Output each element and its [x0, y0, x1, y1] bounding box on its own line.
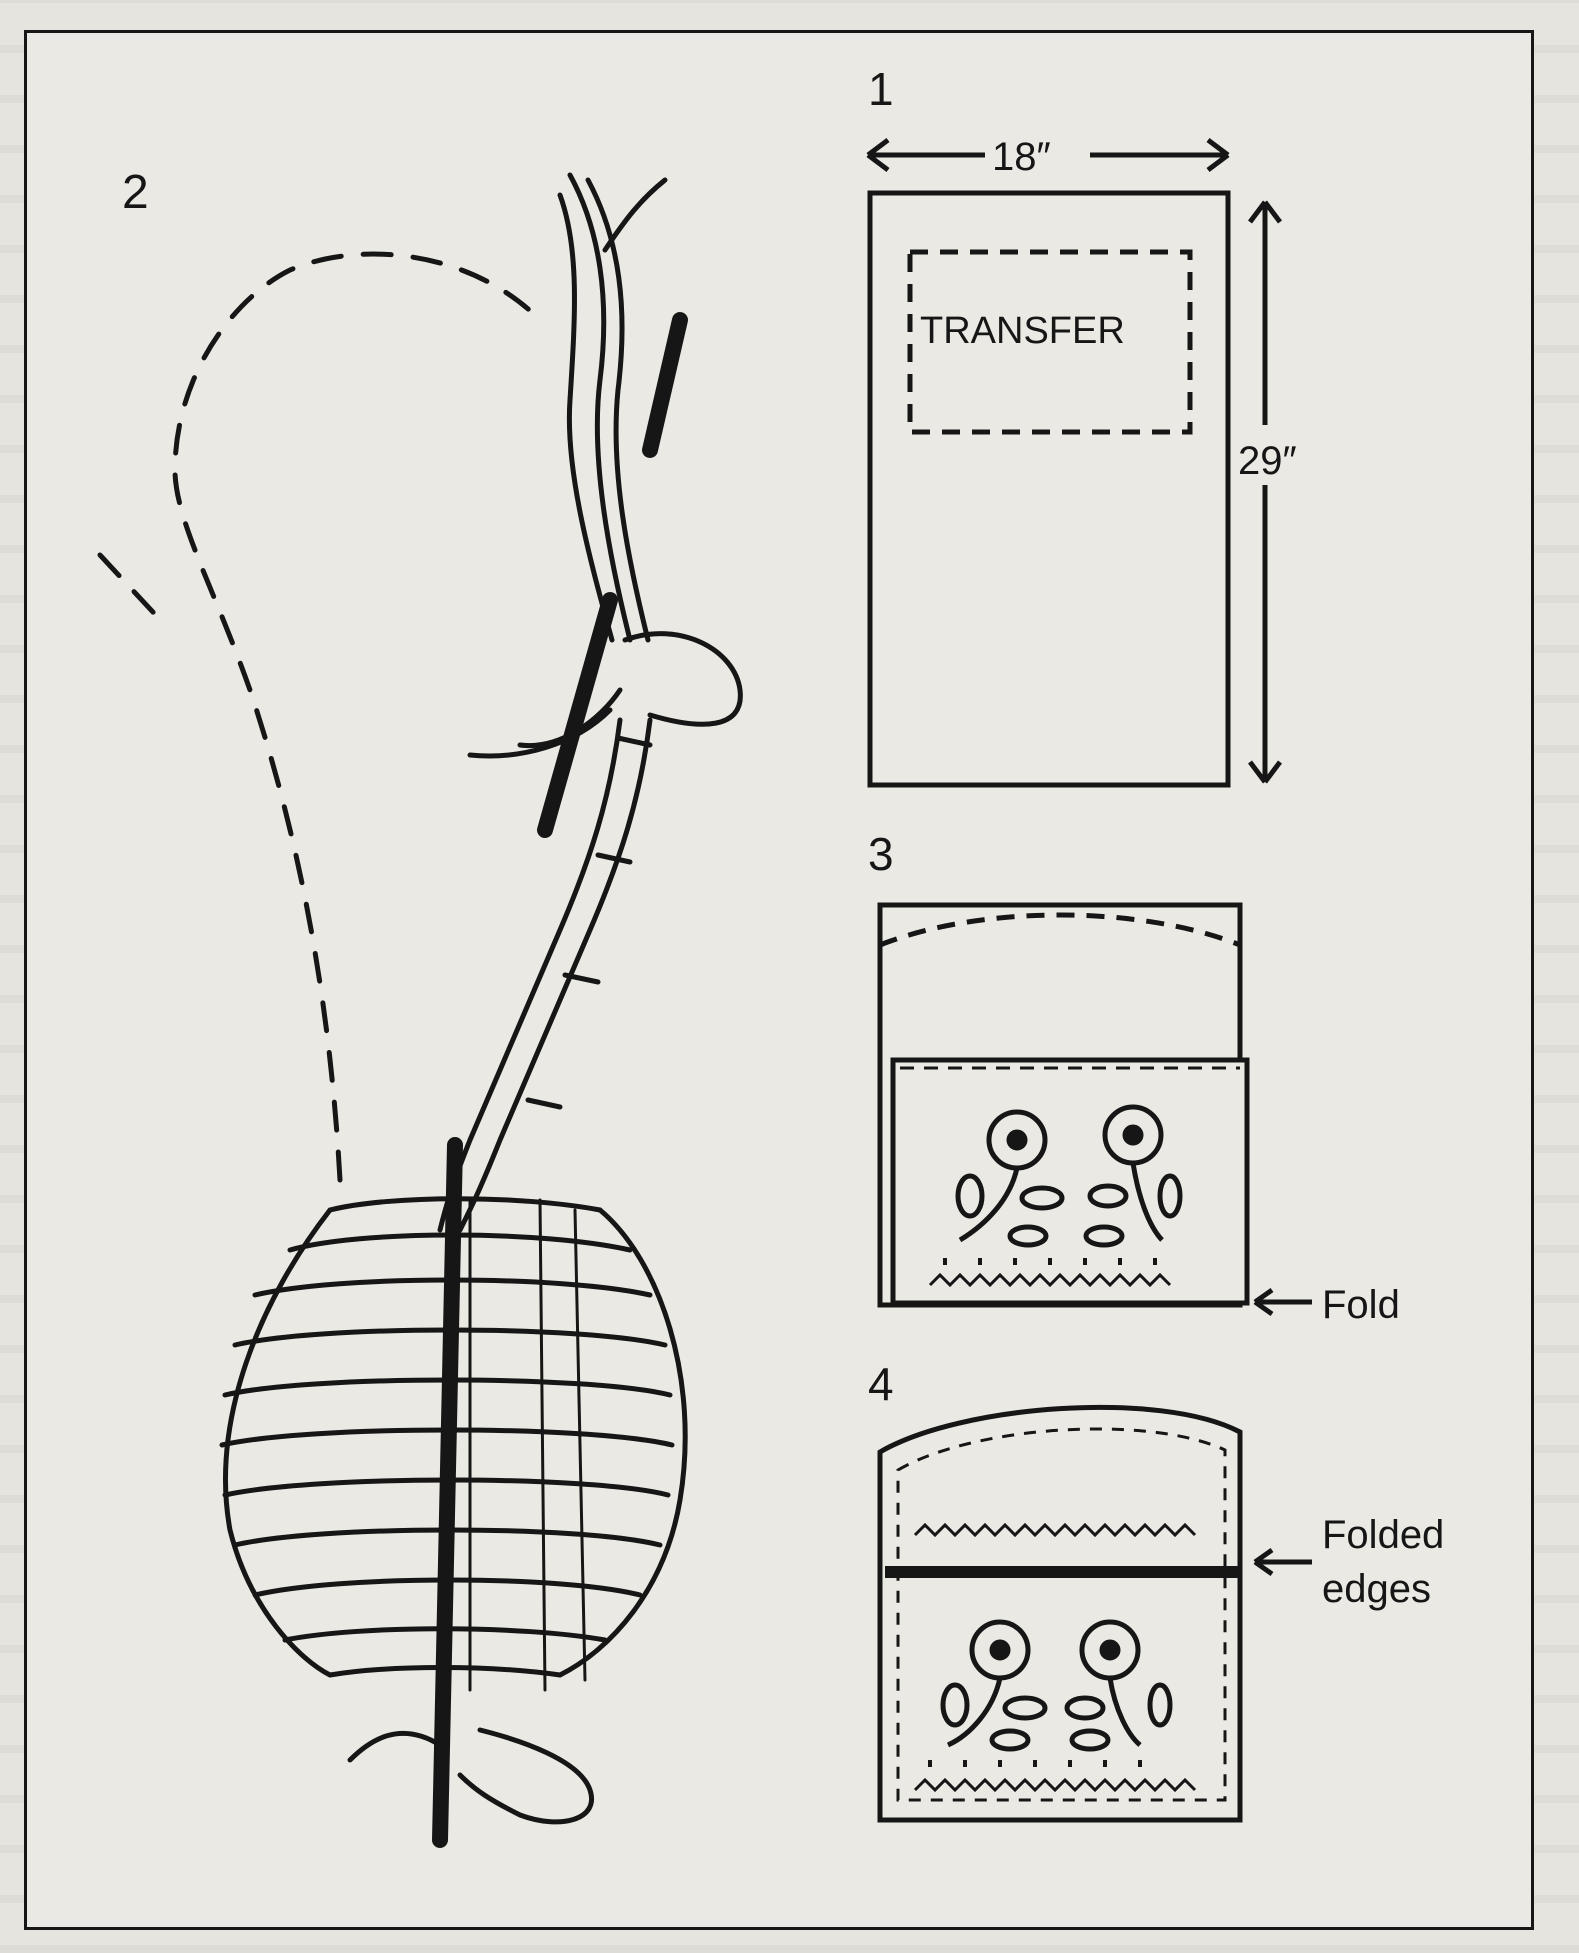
figure-1: 1 18″ TRANSFER 29″: [866, 63, 1297, 788]
figure-3-number: 3: [868, 828, 894, 880]
flower-motif-right-4: [1064, 1619, 1173, 1752]
figure-3: 3 Fold: [868, 828, 1400, 1327]
width-dimension-label: 18″: [992, 135, 1051, 179]
flower-motif-left-4: [940, 1619, 1048, 1752]
fabric-rectangle: [867, 190, 1231, 788]
dashed-branch-path: [97, 552, 168, 628]
figure-4: 4 Folded edges: [868, 1358, 1444, 1823]
figure-2-number: 2: [122, 166, 149, 219]
folded-edges-label-line1: Folded: [1322, 1513, 1444, 1557]
illustration-frame: [24, 30, 1534, 1930]
bag-4-outline: [877, 1404, 1243, 1823]
dashed-wrap-path: [172, 251, 543, 1183]
transfer-label: TRANSFER: [920, 310, 1125, 352]
figure-2: 2: [97, 166, 743, 1848]
figure-1-number: 1: [868, 63, 894, 115]
height-dimension-label: 29″: [1238, 439, 1297, 483]
fold-label: Fold: [1322, 1283, 1400, 1327]
figure-4-number: 4: [868, 1358, 894, 1410]
transfer-area: [907, 249, 1193, 435]
flower-motif-right: [1083, 1104, 1183, 1248]
flower-motif-left: [955, 1109, 1065, 1248]
folded-panel: [890, 1057, 1250, 1306]
folded-edges-label-line2: edges: [1322, 1567, 1431, 1611]
